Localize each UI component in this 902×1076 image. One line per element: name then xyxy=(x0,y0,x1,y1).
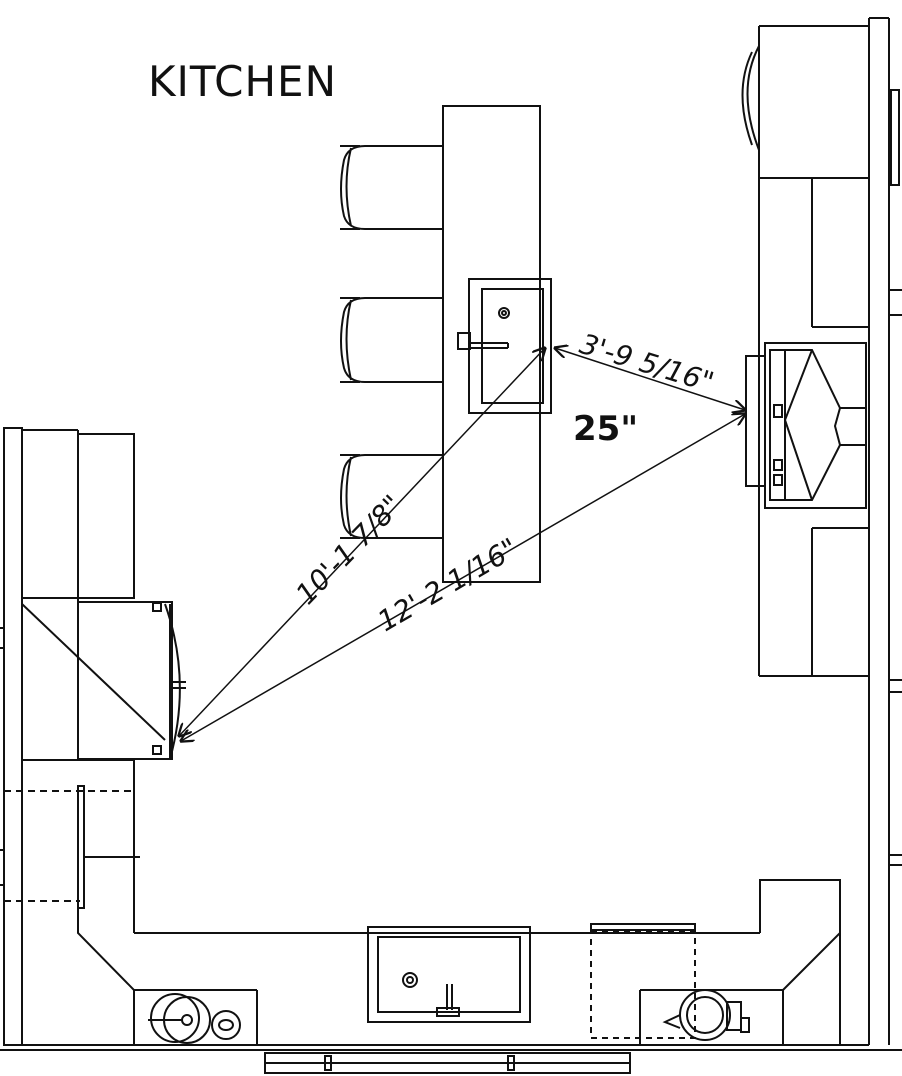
main-sink xyxy=(368,927,530,1022)
bar-stool xyxy=(340,146,443,229)
dimension-label-range-gap: 25" xyxy=(573,409,638,449)
wall-oven xyxy=(743,46,900,185)
left-cabinet-run xyxy=(0,428,134,1045)
dimension-label-fridge-to-range: 12'-2 1/16" xyxy=(372,532,524,639)
dimension-label-sink-to-range: 3'-9 5/16" xyxy=(576,327,718,399)
right-door-opening xyxy=(869,696,889,856)
island-sink xyxy=(458,279,551,413)
dimension-label-fridge-to-sink: 10'-1 7/8" xyxy=(289,489,409,611)
page-title: KITCHEN xyxy=(148,57,337,106)
range-cooktop xyxy=(746,343,866,508)
bar-stool xyxy=(340,298,443,382)
left-door-opening xyxy=(4,786,140,908)
dimension-lines xyxy=(179,348,745,741)
right-cabinet-run xyxy=(759,18,902,1045)
corner-fixture-right xyxy=(665,990,749,1040)
dishwasher xyxy=(591,924,695,1038)
refrigerator xyxy=(22,602,186,759)
bottom-counter xyxy=(0,880,902,1073)
corner-fixture-left xyxy=(148,994,240,1043)
